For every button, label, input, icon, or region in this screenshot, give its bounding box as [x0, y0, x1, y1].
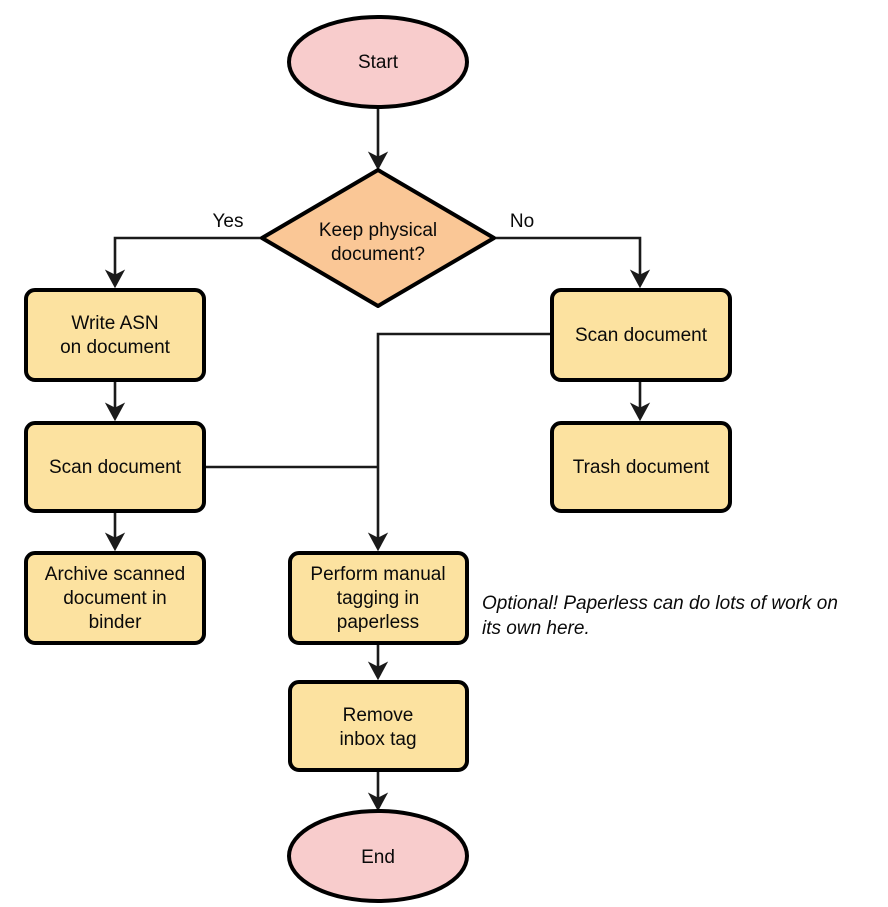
- decision-diamond[interactable]: [260, 168, 496, 308]
- scan-right-box[interactable]: [550, 288, 732, 382]
- archive-label-line1: Archive scanned: [45, 564, 185, 585]
- node-end[interactable]: End: [287, 809, 469, 903]
- node-start[interactable]: Start: [287, 15, 469, 109]
- edge-scan-right-to-tagging: [367, 332, 552, 552]
- scan-left-box[interactable]: [24, 421, 206, 513]
- tagging-label-line1: Perform manual: [310, 564, 445, 585]
- node-archive-scanned-document[interactable]: Archive scanned document in binder: [24, 551, 206, 645]
- tagging-label-line2: tagging in: [337, 588, 419, 609]
- edge-decision-no-to-scan-right: [494, 236, 651, 289]
- trash-box[interactable]: [550, 421, 732, 513]
- scan-left-label: Scan document: [49, 457, 182, 478]
- decision-label-line2: document?: [331, 244, 425, 265]
- end-ellipse[interactable]: [287, 809, 469, 903]
- annotation-optional-note: Optional! Paperless can do lots of work …: [482, 593, 838, 639]
- decision-label-line1: Keep physical: [319, 220, 437, 241]
- node-scan-document-left[interactable]: Scan document: [24, 421, 206, 513]
- edge-layer: [104, 108, 651, 812]
- archive-label-line2: document in: [63, 588, 167, 609]
- archive-label-line3: binder: [89, 612, 142, 633]
- write-asn-label-line1: Write ASN: [71, 313, 158, 334]
- start-label: Start: [358, 52, 399, 73]
- node-remove-inbox-tag[interactable]: Remove inbox tag: [288, 680, 469, 772]
- node-scan-document-right[interactable]: Scan document: [550, 288, 732, 382]
- edge-label-yes: Yes: [213, 211, 244, 232]
- annotation-line2: its own here.: [482, 618, 590, 639]
- write-asn-box[interactable]: [24, 288, 206, 382]
- scan-right-label: Scan document: [575, 325, 708, 346]
- edge-label-layer: Yes No: [213, 211, 535, 232]
- remove-inbox-label-line2: inbox tag: [339, 729, 416, 750]
- edge-label-no: No: [510, 211, 534, 232]
- remove-inbox-box[interactable]: [288, 680, 469, 772]
- archive-box[interactable]: [24, 551, 206, 645]
- tagging-label-line3: paperless: [337, 612, 419, 633]
- node-trash-document[interactable]: Trash document: [550, 421, 732, 513]
- end-label: End: [361, 847, 395, 868]
- write-asn-label-line2: on document: [60, 337, 171, 358]
- tagging-box[interactable]: [288, 551, 469, 645]
- node-decision-keep-physical-document[interactable]: Keep physical document?: [260, 168, 496, 308]
- start-ellipse[interactable]: [287, 15, 469, 109]
- trash-label: Trash document: [573, 457, 710, 478]
- node-perform-manual-tagging[interactable]: Perform manual tagging in paperless: [288, 551, 469, 645]
- node-write-asn[interactable]: Write ASN on document: [24, 288, 206, 382]
- edge-decision-yes-to-write-asn: [104, 236, 262, 289]
- annotation-line1: Optional! Paperless can do lots of work …: [482, 593, 838, 614]
- remove-inbox-label-line1: Remove: [343, 705, 414, 726]
